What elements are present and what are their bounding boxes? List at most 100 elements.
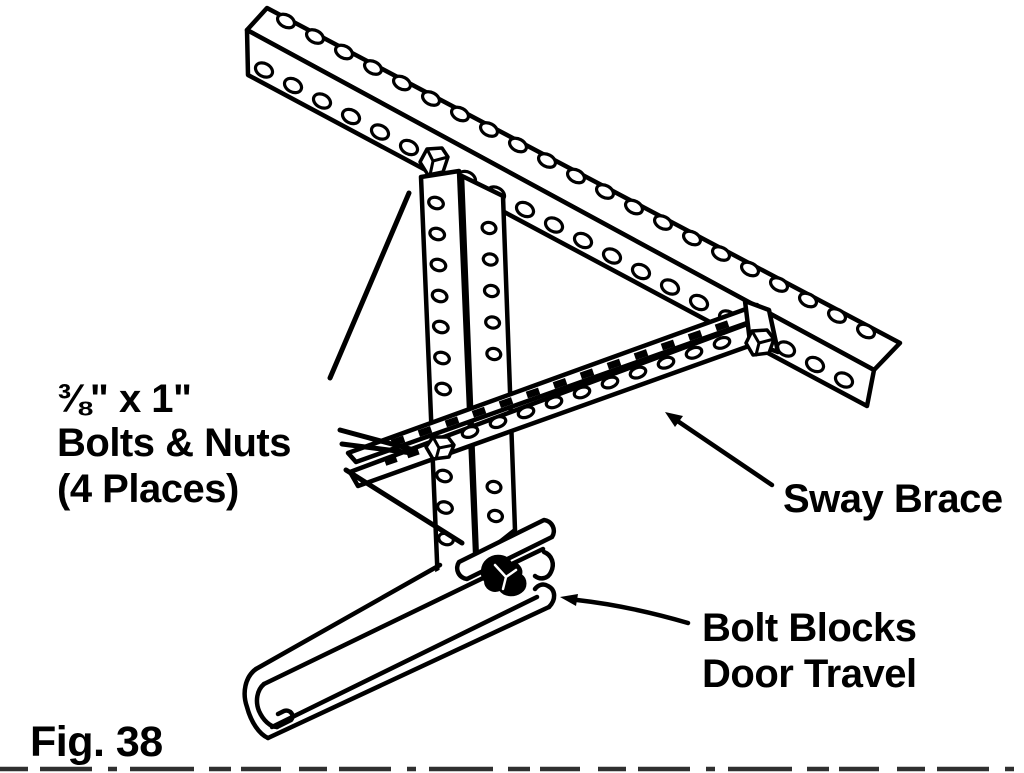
- perforation-hole: [420, 90, 442, 107]
- slot-hole-dark: [687, 329, 703, 341]
- perforation-hole: [481, 252, 499, 267]
- perforation-hole: [253, 61, 275, 79]
- perforation-hole: [362, 59, 384, 76]
- perforation-hole: [436, 500, 454, 515]
- slot-hole-dark: [552, 377, 568, 389]
- hanger-right-hole-row: [480, 220, 503, 362]
- door-rail-right-bottom-curl: [532, 582, 557, 610]
- perforation-hole: [833, 371, 855, 389]
- perforation-hole: [480, 220, 498, 236]
- leader-lines: [327, 190, 465, 546]
- leader-line-brace-bolt: [339, 441, 415, 456]
- figure-labels: ⅜" x 1" Bolts & Nuts (4 Places) Sway Bra…: [30, 377, 1003, 766]
- figure-caption: Fig. 38: [30, 718, 163, 766]
- door-rail-right-roll-edge: [532, 549, 555, 581]
- door-rail-flange-strip: [454, 517, 557, 582]
- sway-brace-arrow-line: [676, 419, 775, 488]
- door-rail-left-cap-inner: [254, 681, 280, 730]
- leader-line-top-bolt: [327, 190, 412, 381]
- perforation-hole: [712, 335, 732, 350]
- header-bracket-top-face: [244, 5, 903, 373]
- hex-bolt-facets: [431, 435, 456, 461]
- bolt-brace-to-header: [744, 328, 776, 357]
- perforation-hole: [311, 92, 333, 110]
- hanger-left-hole-row-lower: [435, 468, 455, 547]
- perforation-hole: [652, 214, 674, 231]
- label-bolt-blocks-line1: Bolt Blocks: [702, 606, 917, 650]
- perforation-hole: [516, 405, 536, 420]
- perforation-hole: [688, 293, 710, 312]
- perforation-hole: [485, 346, 503, 362]
- perforation-hole: [304, 28, 326, 45]
- door-rail-left-lip-hook: [274, 708, 295, 730]
- bolt-header-to-hanger: [418, 146, 450, 177]
- slot-hole-dark: [471, 406, 487, 418]
- beam-front-hole-row: [253, 61, 855, 389]
- slot-hole-dark: [444, 416, 460, 428]
- perforation-hole: [478, 121, 500, 138]
- perforation-hole: [710, 245, 732, 262]
- leader-line-brace-tip: [337, 427, 417, 453]
- hex-bolt-facets: [750, 329, 776, 357]
- perforation-hole: [594, 183, 616, 200]
- door-rail: [242, 517, 557, 747]
- perforation-hole: [826, 307, 848, 324]
- label-bolts-nuts: Bolts & Nuts: [57, 421, 291, 465]
- perforation-hole: [433, 350, 451, 366]
- perforation-hole: [460, 425, 480, 439]
- bolt-brace-to-hanger: [424, 435, 456, 461]
- perforation-hole: [427, 195, 445, 211]
- perforation-hole: [486, 508, 505, 524]
- sway-brace: [345, 298, 781, 489]
- door-rail-body: [246, 520, 557, 747]
- label-sway-brace: Sway Brace: [783, 477, 1003, 521]
- perforation-hole: [684, 345, 704, 360]
- perforation-hole: [804, 355, 826, 374]
- perforation-hole: [435, 468, 453, 484]
- perforation-hole: [600, 375, 620, 390]
- perforation-hole: [507, 136, 529, 154]
- slot-hole-dark: [606, 358, 622, 370]
- perforation-hole: [282, 76, 304, 95]
- slot-hole-dark: [714, 320, 730, 332]
- perforation-hole: [431, 319, 450, 335]
- perforation-hole: [482, 283, 500, 299]
- perforation-hole: [855, 322, 877, 340]
- perforation-hole: [536, 152, 558, 169]
- label-bolt-blocks-line2: Door Travel: [702, 652, 917, 696]
- label-bolts-places: (4 Places): [57, 467, 239, 511]
- hex-bolt-facets: [425, 147, 450, 177]
- perforation-hole: [429, 257, 448, 273]
- door-rail-top-edge: [253, 562, 443, 672]
- hanger-left-hole-row: [427, 195, 453, 397]
- perforation-hole: [514, 200, 536, 219]
- slot-hole-dark: [579, 368, 595, 380]
- perforation-hole: [449, 105, 471, 123]
- perforation-hole: [623, 198, 645, 216]
- door-rail-lip-edge: [269, 594, 540, 730]
- slot-hole-dark: [417, 425, 433, 437]
- perforation-hole: [572, 231, 594, 250]
- sway-brace-arrowhead-icon: [665, 412, 683, 427]
- perforation-hole: [572, 385, 592, 400]
- door-rail-left-cap-outer: [242, 666, 271, 741]
- perforation-hole: [275, 12, 297, 30]
- slot-hole-dark: [525, 387, 541, 399]
- sway-brace-hole-row: [460, 335, 732, 439]
- bolt-blocks-arrowhead-icon: [560, 594, 578, 606]
- perforation-hole: [601, 247, 623, 265]
- beam-top-hole-row: [275, 12, 877, 340]
- perforation-hole: [543, 216, 565, 234]
- bolt-blocking-door-travel: [480, 554, 527, 597]
- perforation-hole: [739, 260, 761, 278]
- perforation-hole: [485, 479, 503, 495]
- slot-hole-dark: [498, 397, 514, 409]
- fasteners: [418, 146, 776, 597]
- leader-line-rail-bolt: [343, 467, 465, 546]
- perforation-hole: [565, 167, 587, 185]
- callout-arrows: [560, 412, 775, 626]
- header-bracket: [244, 5, 903, 409]
- perforation-hole: [488, 415, 508, 430]
- perforation-hole: [430, 288, 449, 304]
- perforation-hole: [333, 43, 355, 61]
